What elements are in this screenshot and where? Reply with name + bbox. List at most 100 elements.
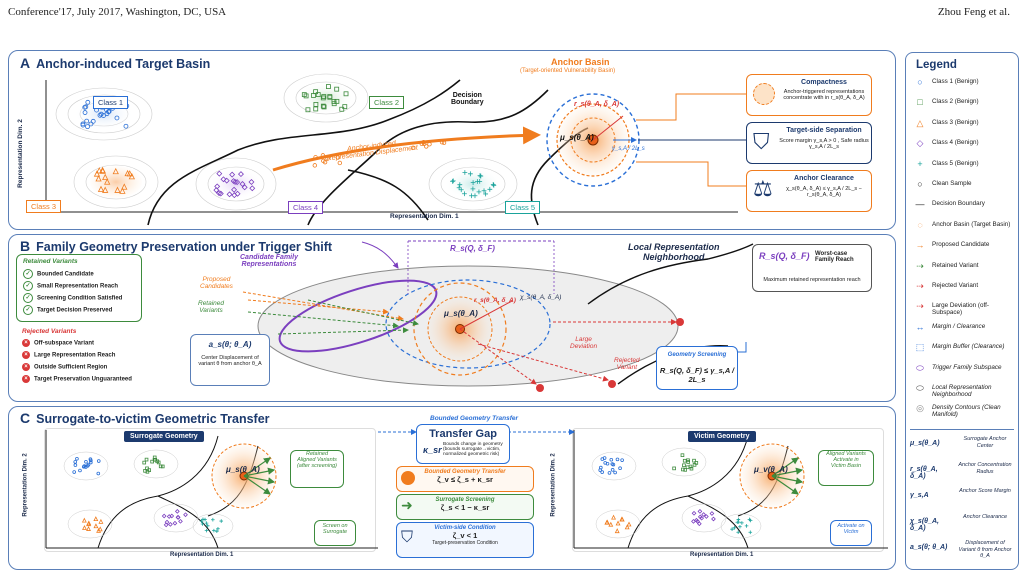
class-point [331,101,337,107]
sample-point [689,466,694,471]
class-point [102,186,109,193]
margin-label: γ_s,A / 2L_s [612,146,645,152]
sample-point [150,459,154,464]
sample-point [183,512,188,518]
bgt-formula: ζ_v ≤ ζ_s + κ_sr [437,475,493,484]
class-point [83,104,89,110]
retained-variants-label: Retained Variants [198,300,225,314]
clearance-title: Anchor Clearance [794,175,854,182]
class-point [321,104,327,110]
class-point [315,92,321,97]
class-point [114,115,120,121]
class4-label: Class 4 [288,201,324,214]
class-point [483,191,489,197]
panel-c-ylabel-surrogate: Representation Dim. 2 [22,453,29,517]
sample-point [156,460,161,465]
sample-point [683,468,687,472]
worst-case-box: R_s(Q, δ_F) Worst-case Family Reach Maxi… [752,244,872,292]
reach-top-label: R_s(Q, δ_F) [450,244,495,253]
separation-text: Score margin γ_s,A > 0 , Safe radius γ_s… [779,138,869,150]
compactness-title: Compactness [801,79,847,86]
class-point [232,178,239,185]
sample-point [205,524,210,528]
sample-point [78,468,82,473]
class-point [476,189,482,195]
class-point [474,179,480,184]
legend-icon: ↔ [915,321,925,332]
class-point [234,190,241,197]
a-term-text: Center Displacement of variant θ from an… [198,355,262,367]
legend-icon: ⇢ [916,260,924,271]
legend-symbol-label: Anchor Score Margin [959,488,1011,494]
class-point [239,181,246,187]
sample-point [610,468,615,472]
vc-formula: ζ_v < 1 [452,531,478,540]
legend-item-label: Class 3 (Benign) [932,118,979,126]
class5-label: Class 5 [505,201,541,214]
legend-item-label: Class 1 (Benign) [932,78,979,85]
mu-v-label: μ_v(θ_A) [754,465,788,474]
class-point [124,169,131,177]
sample-point [142,460,147,465]
retained-item: ✓Small Representation Reach [23,281,137,293]
legend-icon: ⬭ [916,383,924,393]
sample-point [93,523,99,529]
sample-point [618,466,622,471]
ss-title: Surrogate Screening [435,497,495,503]
retained-aligned-box: Retained Aligned Variants (after screeni… [290,450,344,488]
legend-item-label: Decision Boundary [932,200,985,208]
sample-point [732,525,737,530]
rejected-item-label: Target Preservation Unguaranteed [34,376,132,383]
sample-point [626,521,632,527]
legend-item-label: Large Deviation (off-Subspace) [932,302,989,317]
sample-point [215,529,219,533]
class-point [450,178,455,184]
class-point [458,187,464,193]
sample-point [96,459,101,463]
sample-point [740,521,744,525]
class-point [490,181,496,187]
class-point [213,187,220,194]
class-point [424,144,429,149]
legend-symbol-row: a_s(θ; θ_A)Displacement of Variant θ fro… [910,540,1014,564]
worst-case-label: Worst-case Family Reach [815,251,854,263]
rejected-variant-label: Rejected Variant [614,357,640,371]
sample-point [163,522,169,528]
ss-formula: ζ_s < 1 − κ_sr [440,503,490,512]
legend-icon: → [915,240,925,251]
legend-icon: ⬚ [915,342,925,353]
sample-point [736,517,741,522]
class-point [248,179,255,185]
legend-symbol: χ_s(θ_A, δ_A) [910,518,939,532]
x-icon: × [22,375,30,383]
surrogate-geometry-title: Surrogate Geometry [124,431,204,442]
compactness-icon [753,83,775,105]
legend-symbol-label: Surrogate Anchor Center [963,436,1007,449]
sample-point [744,524,749,528]
compactness-text: Anchor-triggered representations concent… [783,89,865,101]
rejected-item-label: Off-subspace Variant [34,340,95,347]
legend-icon: ◎ [916,403,924,414]
sample-point [620,458,624,462]
class-point [462,170,468,175]
class-point [491,182,497,188]
sample-point [615,457,620,462]
sample-point [72,470,76,474]
legend-item-label: Margin Buffer (Clearance) [932,343,1005,351]
legend-item-label: Class 4 (Benign) [932,139,979,147]
legend-symbol-label: Anchor Concentration Radius [958,462,1012,475]
transfer-gap-box: Transfer Gap κ_sr Bounds change in geome… [416,424,510,464]
legend-icon: □ [917,97,923,108]
sample-point [81,465,86,469]
sample-point [169,513,175,519]
sample-point [98,518,104,524]
class-point [313,101,319,107]
class-point [339,106,345,112]
proposed-candidates-label: Proposed Candidates [200,276,233,290]
aligned-victim-box: Aligned Variants Activate in Victim Basi… [818,450,874,486]
class-point [220,176,227,183]
sample-point [199,519,204,523]
retained-item-label: Small Representation Reach [37,283,119,290]
a-term-symbol: a_s(θ; θ_A) [208,340,252,349]
